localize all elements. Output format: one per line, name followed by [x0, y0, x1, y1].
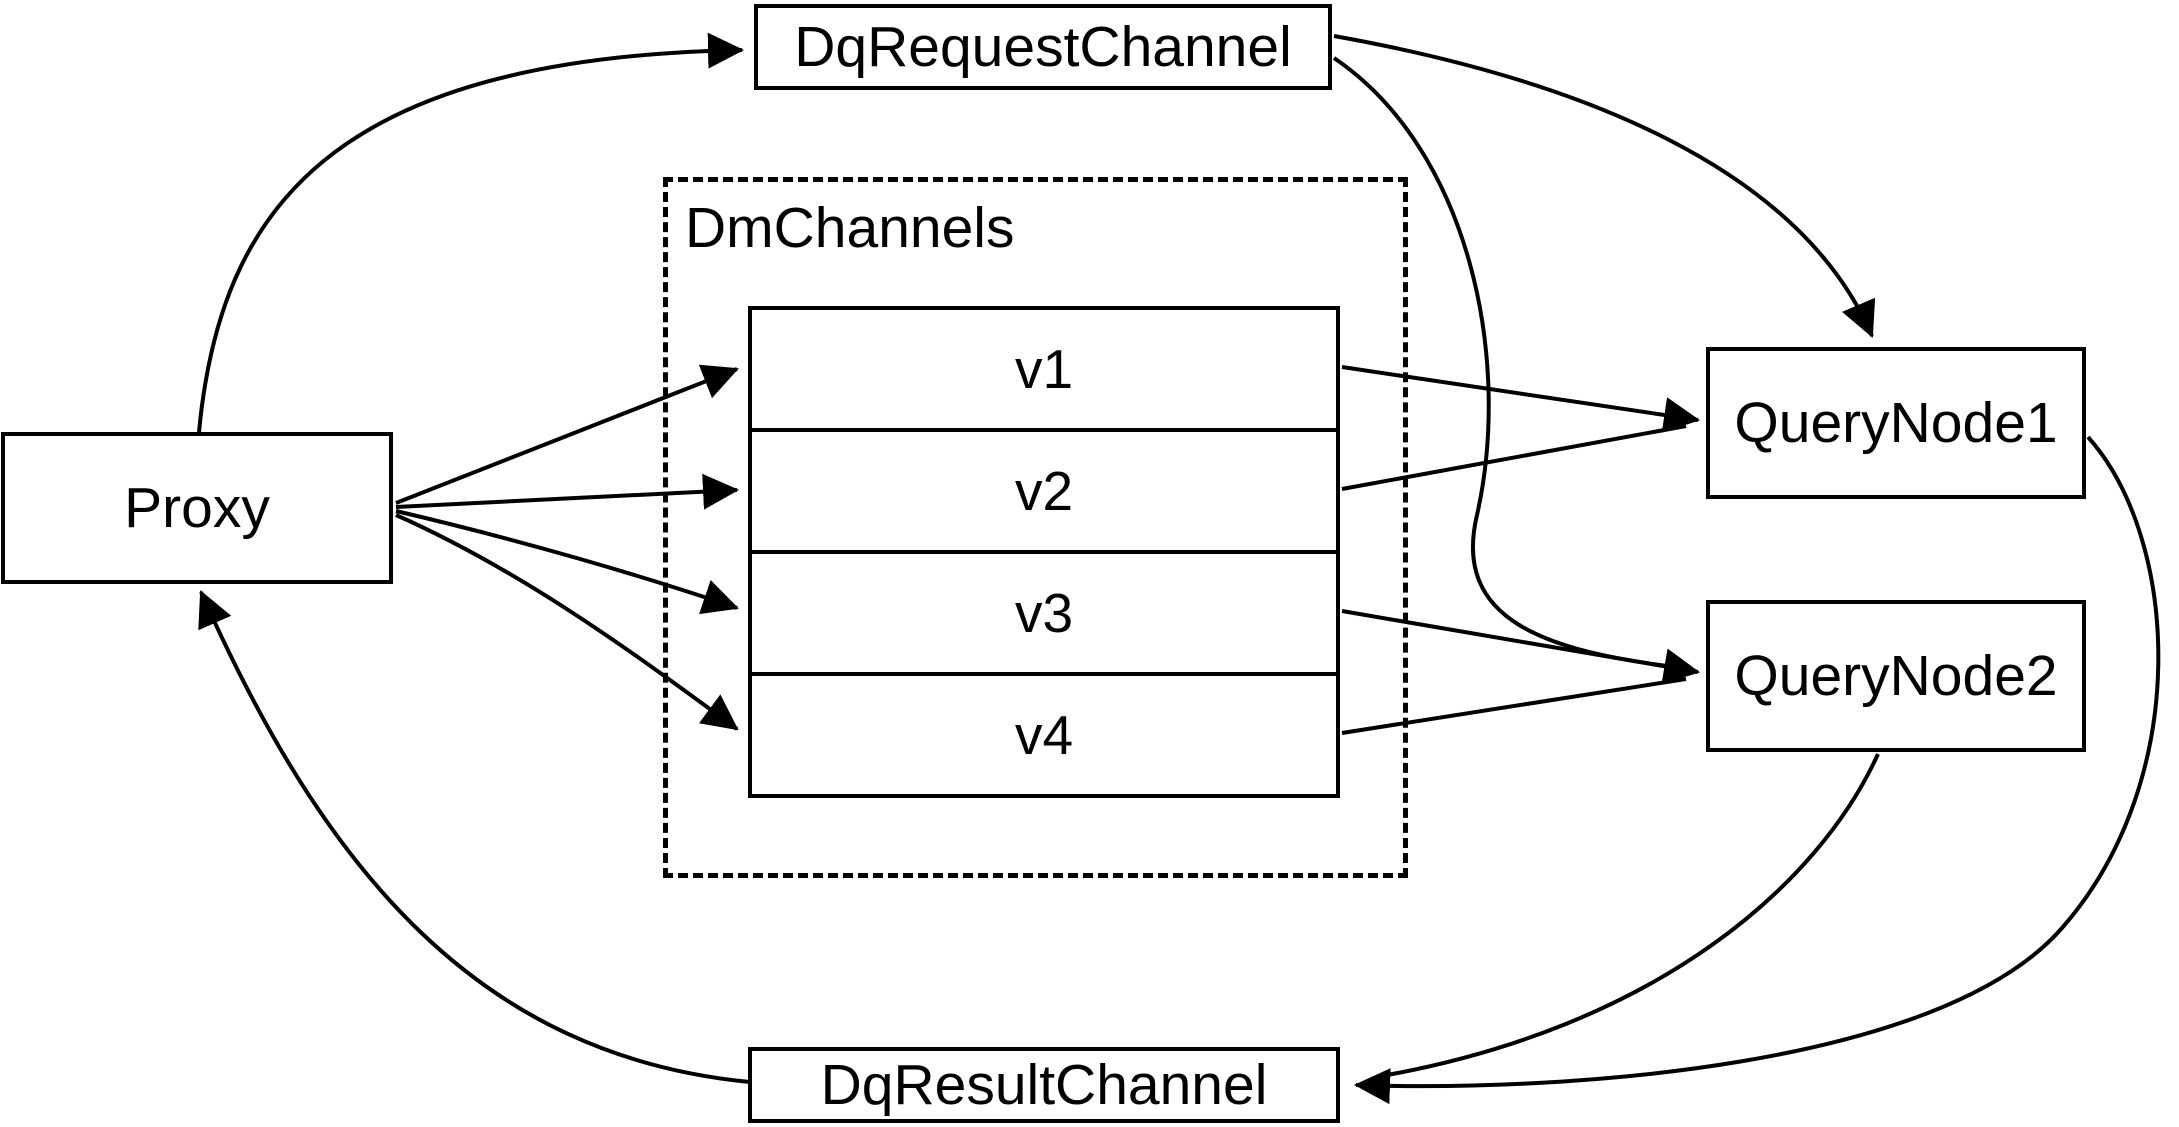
- dm-channels-stack: v1 v2 v3 v4: [748, 306, 1340, 798]
- channel-row-v3-label: v3: [1014, 581, 1074, 644]
- query-node-1-label: QueryNode1: [1734, 390, 2058, 455]
- channel-row-v1: v1: [748, 306, 1340, 432]
- dq-request-channel-label: DqRequestChannel: [794, 14, 1292, 79]
- proxy-node: Proxy: [1, 432, 393, 584]
- channel-row-v1-label: v1: [1014, 337, 1074, 400]
- dq-request-channel-node: DqRequestChannel: [754, 4, 1332, 90]
- dm-channels-group-label: DmChannels: [685, 196, 1015, 260]
- query-node-1: QueryNode1: [1706, 347, 2086, 499]
- edge-querynode2-to-dqresultchannel: [1375, 753, 1880, 1079]
- query-node-2-label: QueryNode2: [1734, 643, 2058, 708]
- edge-proxy-to-dqrequestchannel: [197, 32, 744, 433]
- channel-row-v2: v2: [748, 428, 1340, 554]
- edge-dqrequestchannel-to-querynode1: [1333, 34, 1876, 338]
- channel-row-v3: v3: [748, 550, 1340, 676]
- channel-row-v4-label: v4: [1014, 703, 1074, 766]
- query-node-2: QueryNode2: [1706, 600, 2086, 752]
- edge-querynode1-to-dqresultchannel: [1354, 435, 2161, 1105]
- channel-row-v4: v4: [748, 672, 1340, 798]
- dq-result-channel-node: DqResultChannel: [748, 1047, 1340, 1123]
- dq-result-channel-label: DqResultChannel: [820, 1052, 1268, 1117]
- channel-row-v2-label: v2: [1014, 459, 1074, 522]
- proxy-node-label: Proxy: [124, 475, 270, 540]
